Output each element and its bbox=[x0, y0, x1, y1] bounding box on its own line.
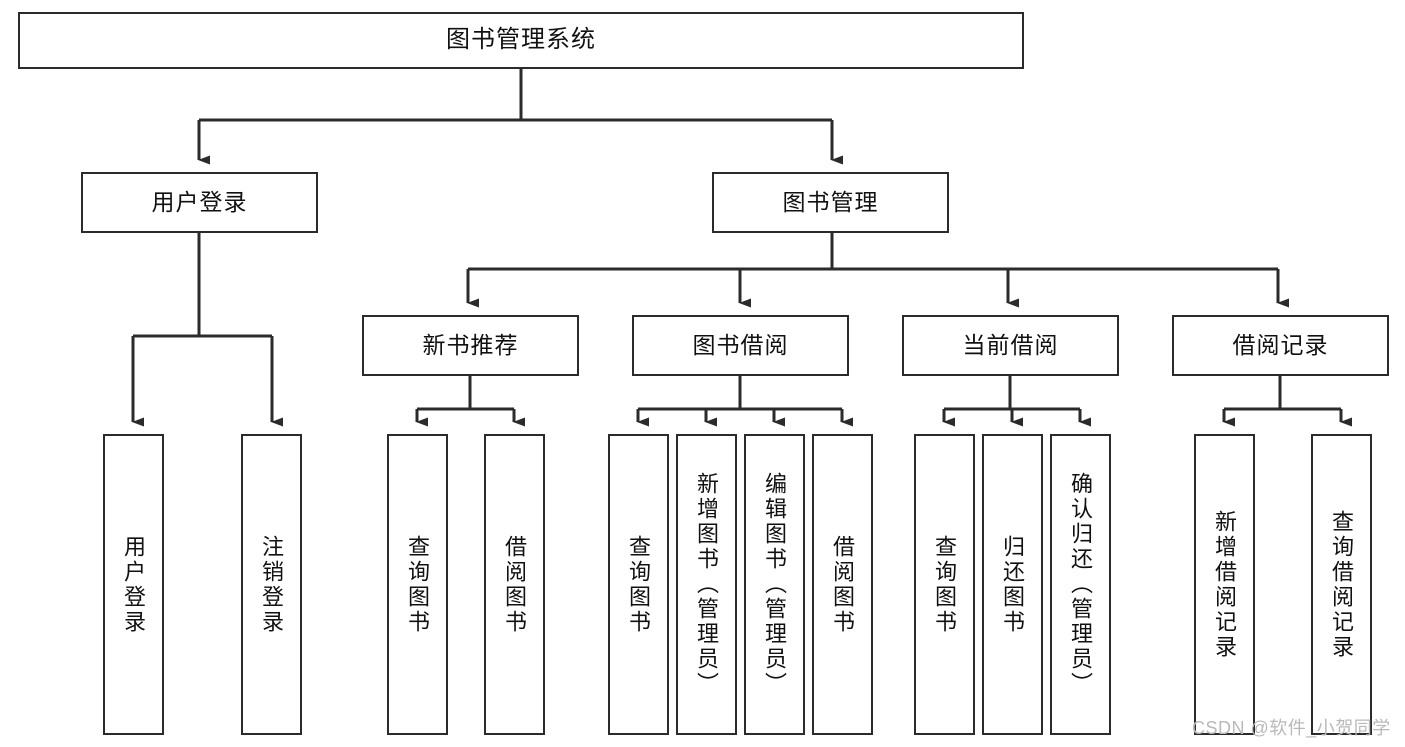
leaf-confirm-return-admin-label: 确认归还（管理员） bbox=[1068, 472, 1094, 697]
leaf-query-book-current[interactable]: 查询图书 bbox=[914, 434, 975, 735]
node-user-login-label: 用户登录 bbox=[151, 188, 248, 215]
leaf-add-borrow-record-label: 新增借阅记录 bbox=[1212, 509, 1238, 660]
leaf-query-borrow-record[interactable]: 查询借阅记录 bbox=[1311, 434, 1372, 735]
leaf-borrow-book-recommend-label: 借阅图书 bbox=[502, 534, 528, 635]
leaf-confirm-return-admin[interactable]: 确认归还（管理员） bbox=[1050, 434, 1111, 735]
leaf-add-book-admin-label: 新增图书（管理员） bbox=[694, 472, 720, 697]
node-root-label: 图书管理系统 bbox=[446, 26, 596, 54]
node-book-manage-label: 图书管理 bbox=[782, 188, 879, 215]
node-borrow-record[interactable]: 借阅记录 bbox=[1172, 315, 1389, 376]
leaf-query-book-current-label: 查询图书 bbox=[932, 534, 958, 635]
csdn-watermark: CSDN @软件_小贺同学 bbox=[1192, 718, 1391, 738]
leaf-return-book[interactable]: 归还图书 bbox=[982, 434, 1043, 735]
node-root[interactable]: 图书管理系统 bbox=[18, 12, 1024, 69]
node-new-book-recommend[interactable]: 新书推荐 bbox=[362, 315, 579, 376]
leaf-edit-book-admin-label: 编辑图书（管理员） bbox=[762, 472, 788, 697]
leaf-edit-book-admin[interactable]: 编辑图书（管理员） bbox=[744, 434, 805, 735]
node-book-borrow[interactable]: 图书借阅 bbox=[632, 315, 849, 376]
leaf-add-book-admin[interactable]: 新增图书（管理员） bbox=[676, 434, 737, 735]
leaf-add-borrow-record[interactable]: 新增借阅记录 bbox=[1194, 434, 1255, 735]
node-borrow-record-label: 借阅记录 bbox=[1232, 331, 1329, 358]
node-new-book-recommend-label: 新书推荐 bbox=[422, 331, 519, 358]
leaf-borrow-book-label: 借阅图书 bbox=[830, 534, 856, 635]
leaf-query-book-recommend-label: 查询图书 bbox=[405, 534, 431, 635]
node-current-borrow-label: 当前借阅 bbox=[962, 331, 1059, 358]
leaf-borrow-book-recommend[interactable]: 借阅图书 bbox=[484, 434, 545, 735]
leaf-logout-login[interactable]: 注销登录 bbox=[241, 434, 302, 735]
leaf-borrow-book[interactable]: 借阅图书 bbox=[812, 434, 873, 735]
leaf-query-book-borrow[interactable]: 查询图书 bbox=[608, 434, 669, 735]
node-book-borrow-label: 图书借阅 bbox=[692, 331, 789, 358]
node-user-login[interactable]: 用户登录 bbox=[81, 172, 318, 233]
leaf-user-login[interactable]: 用户登录 bbox=[103, 434, 164, 735]
node-book-manage[interactable]: 图书管理 bbox=[712, 172, 949, 233]
leaf-user-login-label: 用户登录 bbox=[121, 534, 147, 635]
leaf-logout-login-label: 注销登录 bbox=[259, 534, 285, 635]
leaf-query-book-recommend[interactable]: 查询图书 bbox=[387, 434, 448, 735]
leaf-return-book-label: 归还图书 bbox=[1000, 534, 1026, 635]
leaf-query-book-borrow-label: 查询图书 bbox=[626, 534, 652, 635]
leaf-query-borrow-record-label: 查询借阅记录 bbox=[1329, 509, 1355, 660]
node-current-borrow[interactable]: 当前借阅 bbox=[902, 315, 1119, 376]
